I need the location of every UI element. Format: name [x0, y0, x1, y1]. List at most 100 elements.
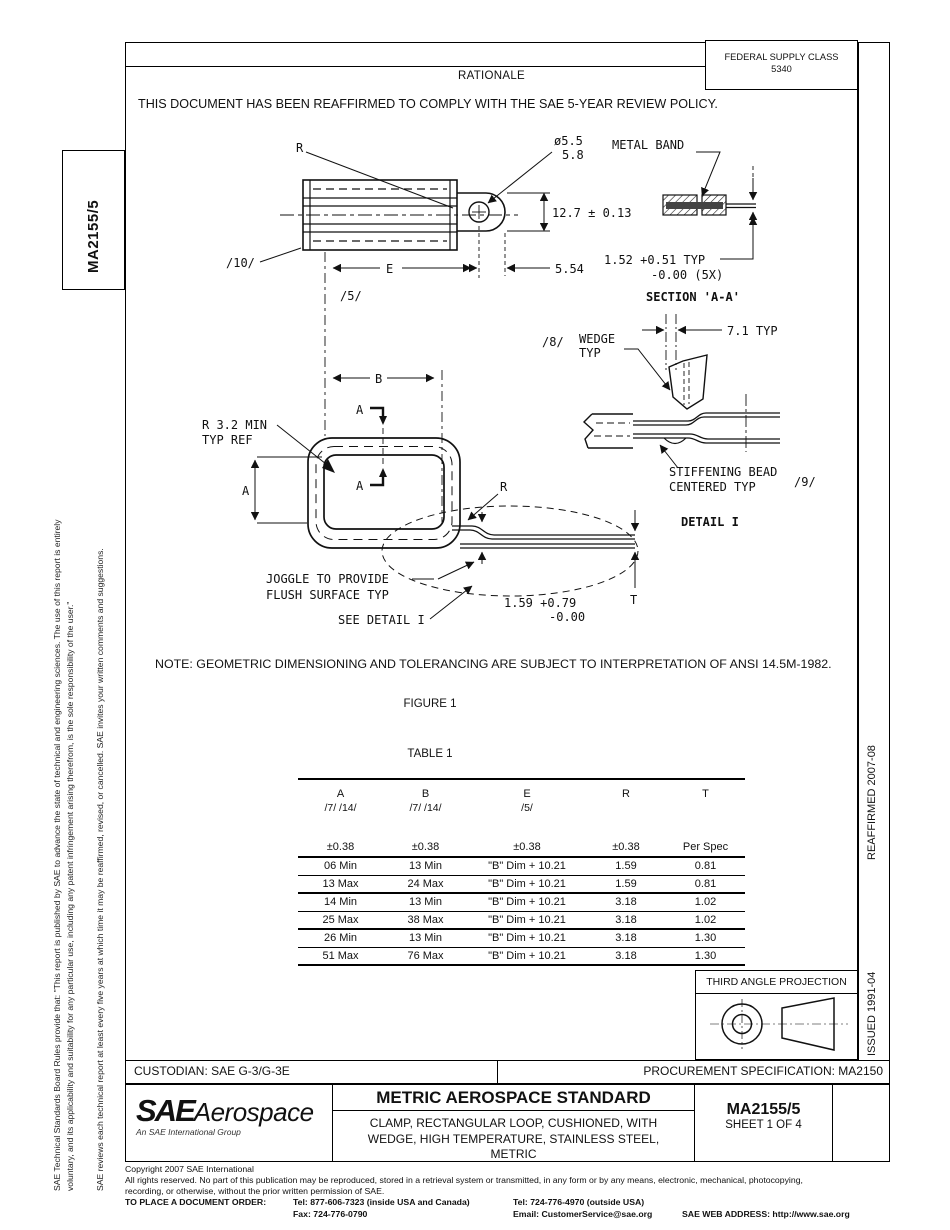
- procurement-spec-cell: PROCUREMENT SPECIFICATION: MA2150: [643, 1064, 883, 1078]
- cell: 1.30: [666, 929, 745, 948]
- cell: 13 Min: [383, 929, 468, 948]
- label-wedge-2: TYP: [579, 346, 601, 360]
- logo-aerospace-text: Aerospace: [193, 1097, 314, 1127]
- cell: "B" Dim + 10.21: [468, 893, 586, 912]
- label-section-aa: SECTION 'A-A': [646, 290, 740, 304]
- rights-text: All rights reserved. No part of this pub…: [125, 1175, 803, 1196]
- cell: 1.30: [666, 947, 745, 966]
- label-see-detail: SEE DETAIL I: [338, 613, 425, 627]
- table-tolerance-row: ±0.38 ±0.38 ±0.38 ±0.38 Per Spec: [298, 833, 745, 858]
- figure-caption: FIGURE 1: [403, 698, 457, 710]
- cell: 1.02: [666, 911, 745, 930]
- cell: 1.59: [586, 875, 666, 894]
- cell: 76 Max: [383, 947, 468, 966]
- label-detail-i: DETAIL I: [681, 515, 739, 529]
- figure-1-drawing: R ø5.5 5.8 METAL BAND 12.7 ± 0.13 5.54 /…: [202, 134, 816, 627]
- cell: 3.18: [586, 929, 666, 948]
- table-title: TABLE 1: [407, 748, 453, 760]
- standard-title-line-3: METRIC: [490, 1147, 537, 1161]
- cell: 3.18: [586, 893, 666, 912]
- cell: "B" Dim + 10.21: [468, 911, 586, 930]
- title-block: SAEAerospace An SAE International Group …: [125, 1084, 890, 1162]
- tolerance: ±0.38: [586, 833, 666, 858]
- rationale-title: RATIONALE: [457, 70, 526, 82]
- col-flag: /7/ /14/: [324, 802, 357, 814]
- label-section-mark-a-bottom: A: [356, 479, 364, 493]
- cell: 13 Min: [383, 893, 468, 912]
- legal-text-block-1: SAE Technical Standards Board Rules prov…: [51, 519, 76, 1191]
- tolerance: Per Spec: [666, 833, 745, 858]
- logo-cell: SAEAerospace An SAE International Group: [126, 1085, 333, 1161]
- custodian-cell: CUSTODIAN: SAE G-3/G-3E: [126, 1061, 498, 1083]
- label-dim-1-59-b: -0.00: [549, 610, 585, 624]
- label-r-32-2: TYP REF: [202, 433, 253, 447]
- label-r-right: R: [500, 480, 508, 494]
- cell: 0.81: [666, 875, 745, 894]
- tolerance: ±0.38: [383, 833, 468, 858]
- rationale-divider: [125, 66, 705, 67]
- col-flag: [666, 802, 745, 817]
- web-address: SAE WEB ADDRESS: http://www.sae.org: [682, 1209, 850, 1219]
- label-flag-10: /10/: [226, 256, 255, 270]
- third-angle-projection-box: THIRD ANGLE PROJECTION: [695, 970, 858, 1060]
- col-flag: /5/: [521, 802, 533, 814]
- logo-sae-text: SAE: [136, 1093, 196, 1128]
- third-angle-projection-icon: [710, 997, 848, 1051]
- cell: "B" Dim + 10.21: [468, 929, 586, 948]
- order-label: TO PLACE A DOCUMENT ORDER:: [125, 1197, 267, 1207]
- tel-outside: Tel: 724-776-4970 (outside USA): [513, 1197, 645, 1207]
- third-angle-projection-title: THIRD ANGLE PROJECTION: [696, 971, 857, 994]
- label-dim-1-52-a: 1.52 +0.51 TYP: [604, 253, 705, 267]
- federal-supply-class-box: FEDERAL SUPPLY CLASS 5340: [705, 40, 858, 90]
- col-header: E: [523, 788, 531, 800]
- col-flag: [586, 802, 666, 817]
- doc-number: MA2155/5: [726, 1101, 801, 1118]
- empty-cell: [833, 1085, 889, 1161]
- label-joggle-1: JOGGLE TO PROVIDE: [266, 572, 389, 586]
- fax-number: Fax: 724-776-0790: [293, 1209, 368, 1219]
- logo-tagline: An SAE International Group: [136, 1127, 241, 1137]
- col-header: B: [421, 788, 430, 800]
- label-flag-8: /8/: [542, 335, 564, 349]
- cell: 38 Max: [383, 911, 468, 930]
- table-flags-row: /7/ /14/ /7/ /14/ /5/: [298, 802, 745, 817]
- cell: 26 Min: [298, 929, 383, 948]
- cell: 3.18: [586, 947, 666, 966]
- label-dim-a: A: [242, 484, 250, 498]
- label-flag-9: /9/: [794, 475, 816, 489]
- cell: 13 Max: [298, 875, 383, 894]
- standard-type: METRIC AEROSPACE STANDARD: [333, 1085, 694, 1111]
- issued-date: ISSUED 1991-04: [866, 971, 878, 1056]
- doc-number-cell: MA2155/5 SHEET 1 OF 4: [695, 1085, 833, 1161]
- label-dim-1-52-b: -0.00 (5X): [651, 268, 723, 282]
- label-section-mark-a-top: A: [356, 403, 364, 417]
- legal-line-1: SAE Technical Standards Board Rules prov…: [52, 519, 62, 1191]
- cell: "B" Dim + 10.21: [468, 857, 586, 876]
- label-metal-band: METAL BAND: [612, 138, 684, 152]
- section-a-a: [662, 151, 758, 260]
- label-dim-12-7: 12.7 ± 0.13: [552, 206, 631, 220]
- wedge-detail: [582, 314, 780, 469]
- cell: "B" Dim + 10.21: [468, 947, 586, 966]
- label-dim-5-54: 5.54: [555, 262, 584, 276]
- cell: 1.02: [666, 893, 745, 912]
- cell: 0.81: [666, 857, 745, 876]
- label-flag-5: /5/: [340, 289, 362, 303]
- label-dim-1-59-a: 1.59 +0.79: [504, 596, 576, 610]
- sheet-number: SHEET 1 OF 4: [725, 1119, 802, 1131]
- loop-view: [250, 370, 640, 620]
- table-spacer-row: [298, 817, 745, 833]
- label-dia-1: ø5.5: [554, 134, 583, 148]
- cell: 13 Min: [383, 857, 468, 876]
- cell: "B" Dim + 10.21: [468, 875, 586, 894]
- federal-supply-class-label: FEDERAL SUPPLY CLASS: [724, 52, 839, 62]
- col-header: R: [622, 788, 630, 800]
- standard-title-cell: METRIC AEROSPACE STANDARD CLAMP, RECTANG…: [333, 1085, 695, 1161]
- label-r-top: R: [296, 141, 304, 155]
- legal-line-2: voluntary, and its applicability and sui…: [64, 601, 75, 1192]
